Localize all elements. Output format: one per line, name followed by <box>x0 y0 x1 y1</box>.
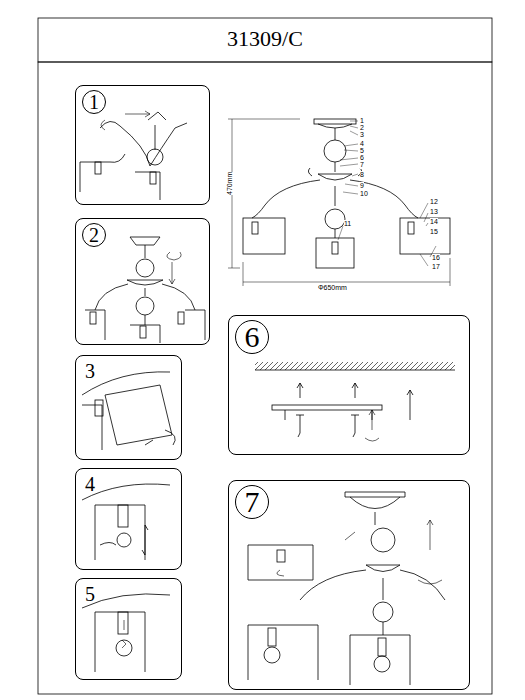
step1-art <box>80 111 187 200</box>
step-panel: 4 <box>75 468 182 570</box>
callout-number: 13 <box>430 208 438 216</box>
callout-number: 11 <box>344 220 351 228</box>
step5-art <box>82 594 170 672</box>
step-number: 1 <box>82 90 106 114</box>
callout-number: 15 <box>430 228 438 236</box>
step2-art <box>85 237 205 343</box>
dimension: Φ650mm <box>318 284 347 292</box>
chandelier-drawing <box>228 119 450 286</box>
step-number: 4 <box>82 473 98 495</box>
step-panel: 7 <box>228 480 470 690</box>
title-frame <box>38 18 492 62</box>
step-number: 6 <box>235 320 269 354</box>
step-panel: 6 <box>228 315 470 455</box>
step-number: 3 <box>82 360 98 382</box>
callout-number: 16 <box>432 254 440 262</box>
callout-number: 7 <box>360 161 364 169</box>
step-panel: 5 <box>75 578 182 680</box>
step-panel: 2 <box>75 218 210 345</box>
step-panel: 3 <box>75 355 182 460</box>
step-number: 7 <box>235 485 269 519</box>
step4-art <box>82 484 170 560</box>
step3-art <box>82 372 175 450</box>
step-number: 5 <box>82 583 98 605</box>
callout-number: 10 <box>360 190 368 198</box>
step6-art <box>255 362 455 441</box>
callout-number: 8 <box>360 171 364 179</box>
step7-art <box>248 492 445 685</box>
step-number: 2 <box>82 223 106 247</box>
callout-number: 14 <box>430 218 438 226</box>
sheet-frame <box>38 62 492 694</box>
callout-number: 9 <box>360 182 364 190</box>
step-panel: 1 <box>75 85 210 205</box>
callout-number: 3 <box>360 131 364 139</box>
sheet-title: 31309/C <box>38 24 492 54</box>
dimension: 470mm <box>226 172 234 195</box>
callout-number: 12 <box>430 198 438 206</box>
callout-number: 17 <box>432 263 440 271</box>
